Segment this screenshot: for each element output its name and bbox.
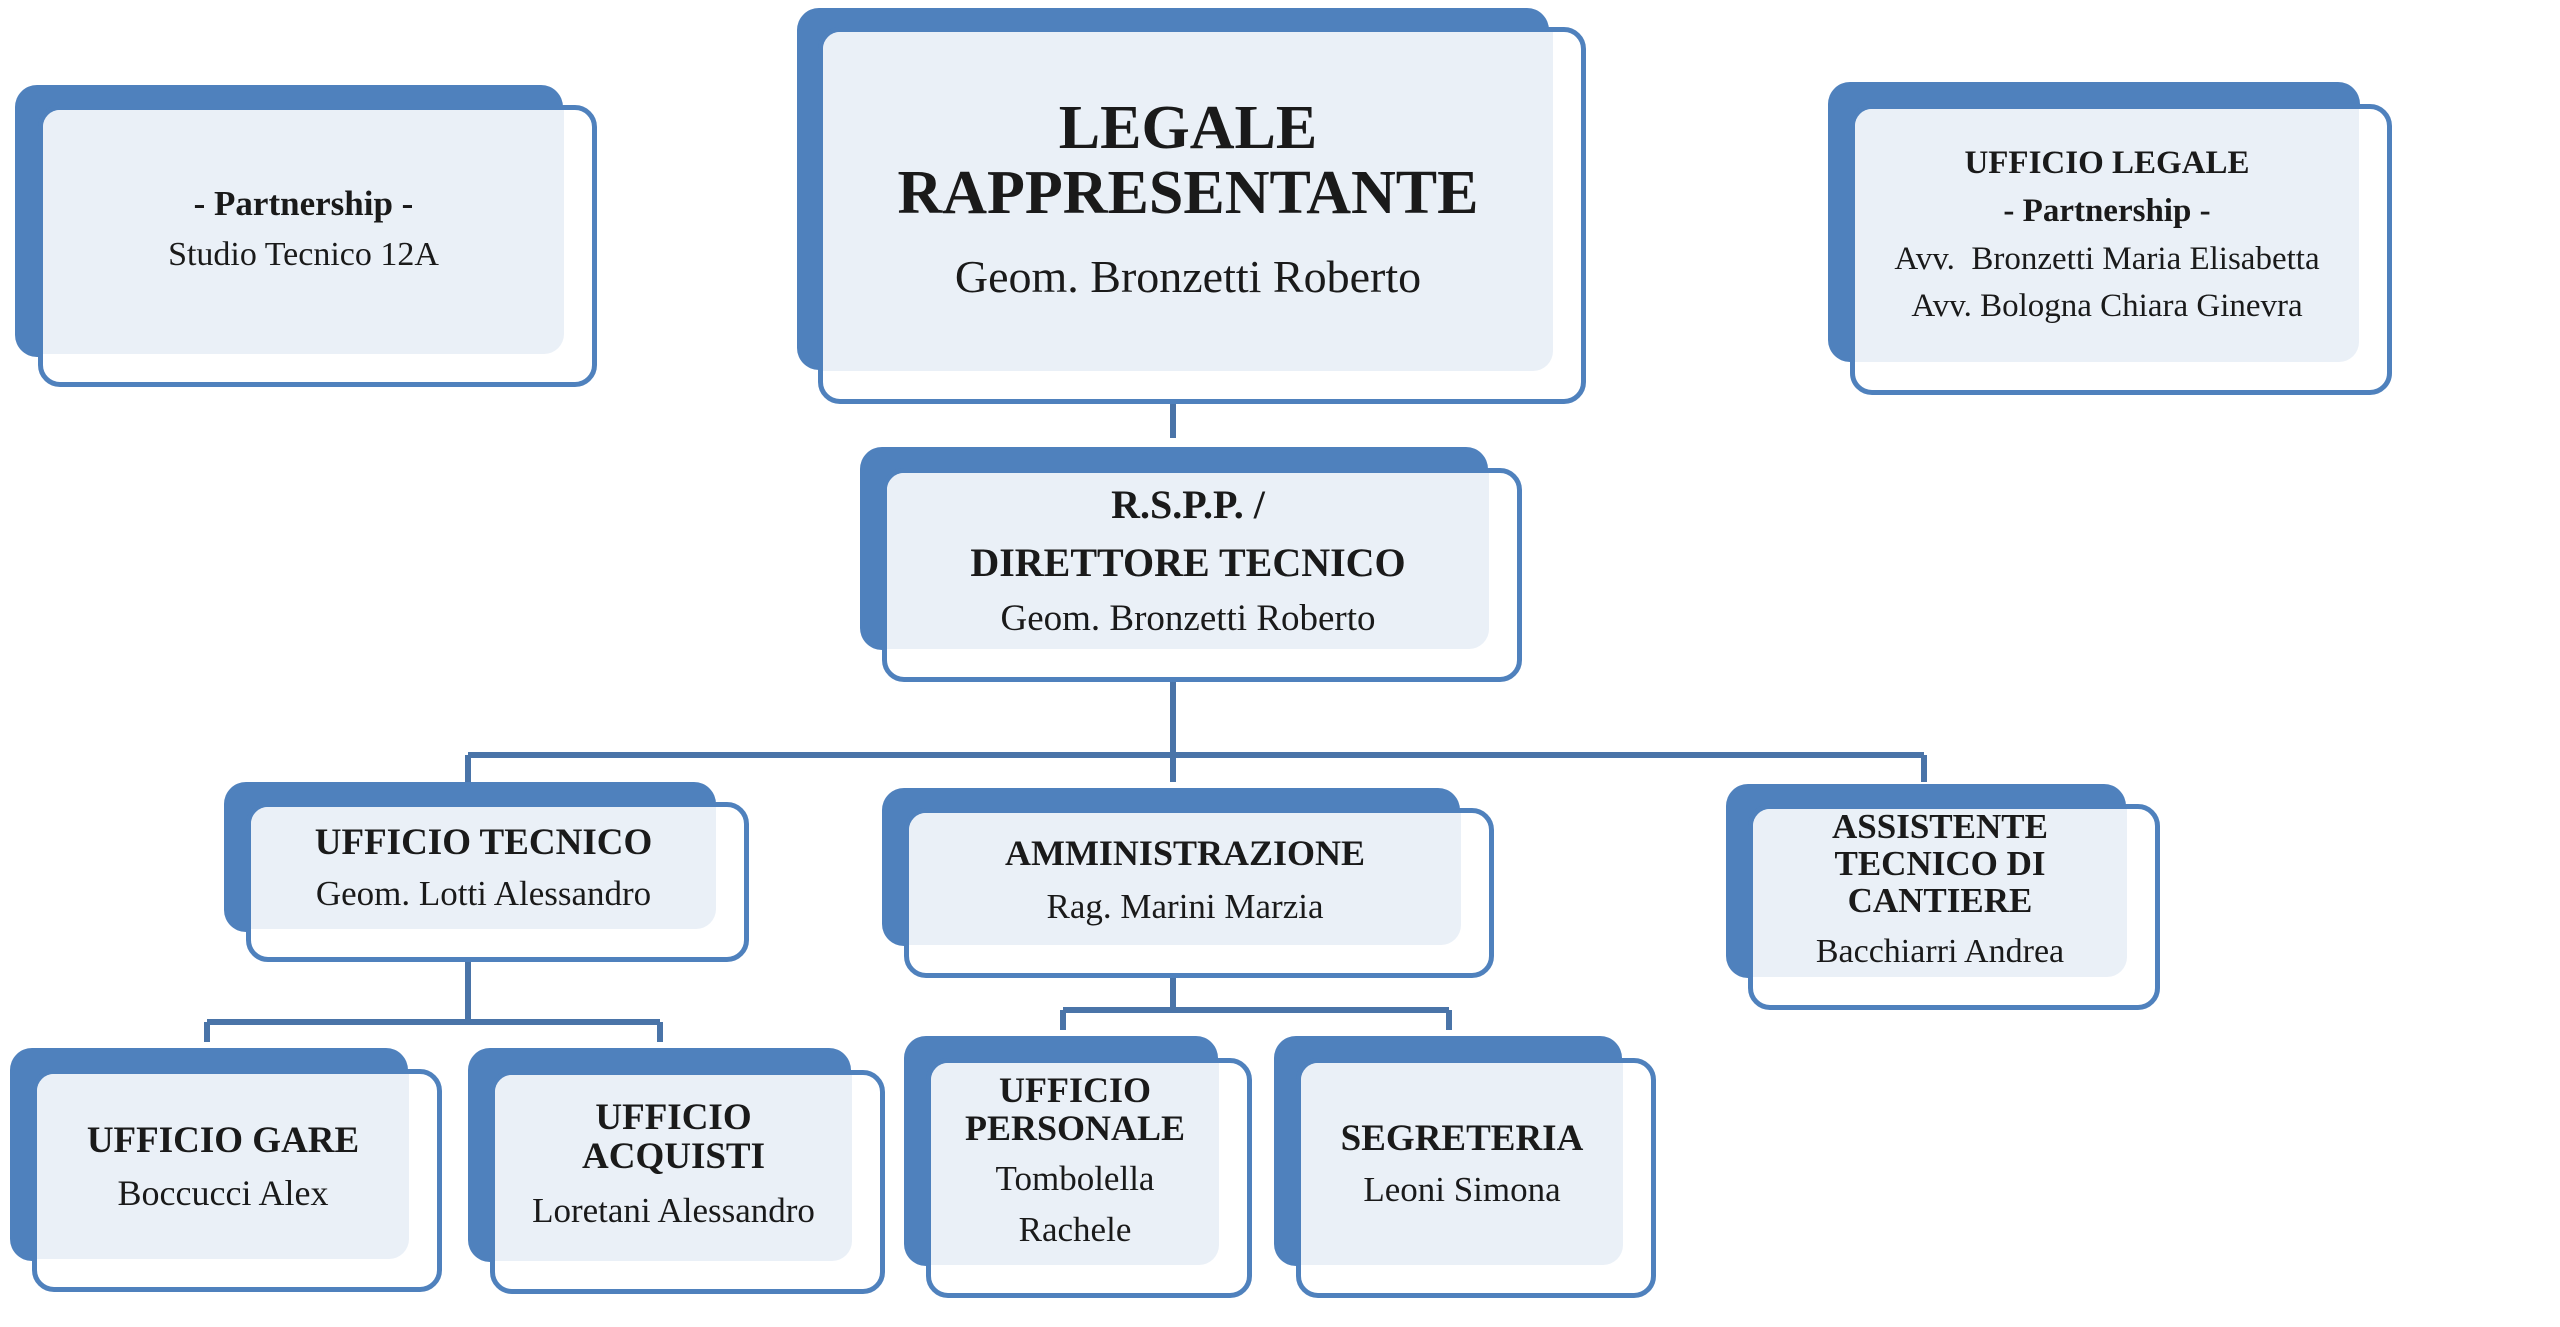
node-legale-rappresentante: LEGALE RAPPRESENTANTE Geom. Bronzetti Ro… [797, 8, 1586, 404]
node-ufficio-personale: UFFICIO PERSONALE Tombolella Rachele [904, 1036, 1252, 1298]
node-ufficio-tecnico: UFFICIO TECNICO Geom. Lotti Alessandro [224, 782, 749, 962]
node-title: UFFICIO LEGALE [1964, 144, 2250, 181]
node-title-line1: LEGALE [1058, 94, 1318, 163]
node-title-line1: UFFICIO [999, 1070, 1151, 1111]
node-ufficio-gare: UFFICIO GARE Boccucci Alex [10, 1048, 442, 1292]
node-ufficio-acquisti: UFFICIO ACQUISTI Loretani Alessandro [468, 1048, 885, 1294]
node-member: Loretani Alessandro [532, 1191, 815, 1231]
node-member: Geom. Lotti Alessandro [315, 873, 652, 913]
node-member: Geom. Bronzetti Roberto [954, 251, 1422, 303]
node-title-line2: PERSONALE [964, 1108, 1186, 1149]
node-amministrazione: AMMINISTRAZIONE Rag. Marini Marzia [882, 788, 1494, 978]
node-title-line2: TECNICO DI [1834, 843, 2046, 883]
node-ufficio-legale: UFFICIO LEGALE - Partnership - Avv. Bron… [1828, 82, 2392, 395]
node-title: UFFICIO GARE [86, 1119, 360, 1161]
node-segreteria: SEGRETERIA Leoni Simona [1274, 1036, 1656, 1298]
node-title: UFFICIO TECNICO [314, 821, 653, 863]
node-assistente-tecnico-cantiere: ASSISTENTE TECNICO DI CANTIERE Bacchiarr… [1726, 784, 2160, 1010]
node-member: Boccucci Alex [117, 1173, 329, 1214]
node-member: Leoni Simona [1363, 1170, 1561, 1210]
node-member-line1: Tombolella [995, 1159, 1155, 1199]
node-member: Avv. Bronzetti Maria Elisabetta [1894, 240, 2320, 277]
node-title-line1: UFFICIO [595, 1096, 752, 1138]
node-title-line2: ACQUISTI [582, 1135, 765, 1177]
node-member: Bacchiarri Andrea [1815, 933, 2065, 971]
node-title: SEGRETERIA [1340, 1117, 1584, 1159]
node-partnership-studio: - Partnership - Studio Tecnico 12A [15, 85, 597, 387]
node-subtitle: - Partnership - [2003, 192, 2211, 229]
node-title-line1: ASSISTENTE [1832, 807, 2048, 847]
node-member: Avv. Bologna Chiara Ginevra [1911, 288, 2303, 325]
node-title: AMMINISTRAZIONE [1004, 832, 1366, 873]
node-title-line2: DIRETTORE TECNICO [970, 540, 1406, 586]
node-member: Geom. Bronzetti Roberto [1000, 598, 1376, 640]
node-member: Rag. Marini Marzia [1046, 886, 1324, 926]
node-rspp-direttore-tecnico: R.S.P.P. / DIRETTORE TECNICO Geom. Bronz… [860, 447, 1522, 682]
node-title-line3: CANTIERE [1847, 880, 2033, 920]
node-member-line2: Rachele [1018, 1209, 1132, 1249]
node-title: - Partnership - [193, 184, 414, 224]
node-member: Studio Tecnico 12A [168, 236, 439, 274]
node-title-line1: R.S.P.P. / [1111, 482, 1265, 528]
node-title-line2: RAPPRESENTANTE [897, 159, 1479, 228]
